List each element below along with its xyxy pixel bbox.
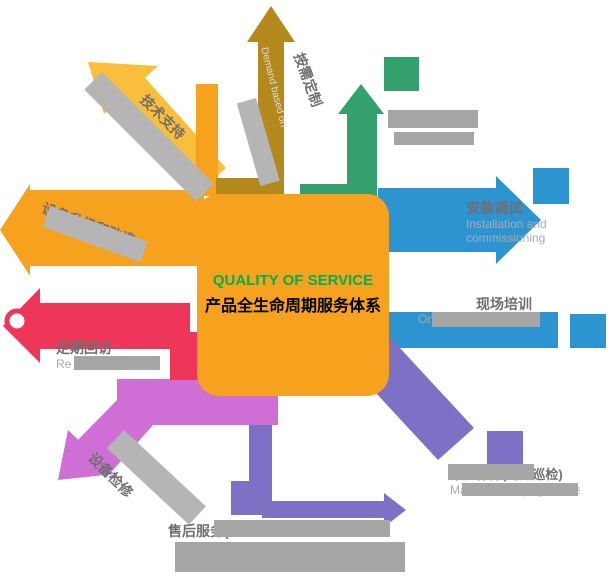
install-arrow-head (496, 176, 541, 264)
aftersales-arrow-head (384, 493, 406, 527)
return-visit-label-zh: 定期回访 (56, 340, 112, 356)
covered-label-bar-aftersales-zh (214, 520, 390, 537)
return-visit-label-en: Re (56, 357, 72, 371)
return-arrow-ring-icon (4, 308, 30, 334)
covered-label-bar-maintenance-zh (448, 464, 534, 480)
orange-vertical-connector (196, 84, 218, 196)
return-arrow-body (38, 303, 190, 349)
covered-label-bar-training-en (432, 312, 540, 327)
aftersales-arrow-horizontal (262, 501, 384, 518)
covered-label-bar-maintenance-en (462, 483, 578, 496)
center-title-en: QUALITY OF SERVICE (212, 272, 374, 289)
maintenance-endpoint-square (487, 431, 523, 465)
install-label-zh: 安装调试 (466, 200, 522, 216)
green-endpoint-square (384, 57, 419, 91)
covered-label-bar-topright-zh (388, 110, 478, 128)
covered-label-bar-topright-en (394, 132, 474, 145)
after-sales-label-zh: 售后服务( (168, 523, 229, 539)
overhaul-arrow-head (58, 430, 114, 480)
demand-arrow-head (247, 6, 295, 42)
green-arrow-head (338, 84, 384, 114)
upgrade-arrow-head (0, 184, 30, 276)
install-arrow-body (378, 188, 496, 252)
covered-label-bar-return-en (74, 356, 160, 370)
training-endpoint-square (570, 314, 606, 348)
center-title-zh: 产品全生命周期服务体系 (204, 298, 381, 315)
training-label-zh: 现场培训 (476, 296, 532, 312)
center-square (197, 194, 389, 396)
install-label-en: Installation and commissioning (466, 217, 547, 245)
covered-label-bar-aftersales-en (175, 542, 405, 572)
install-endpoint-square (533, 168, 569, 204)
